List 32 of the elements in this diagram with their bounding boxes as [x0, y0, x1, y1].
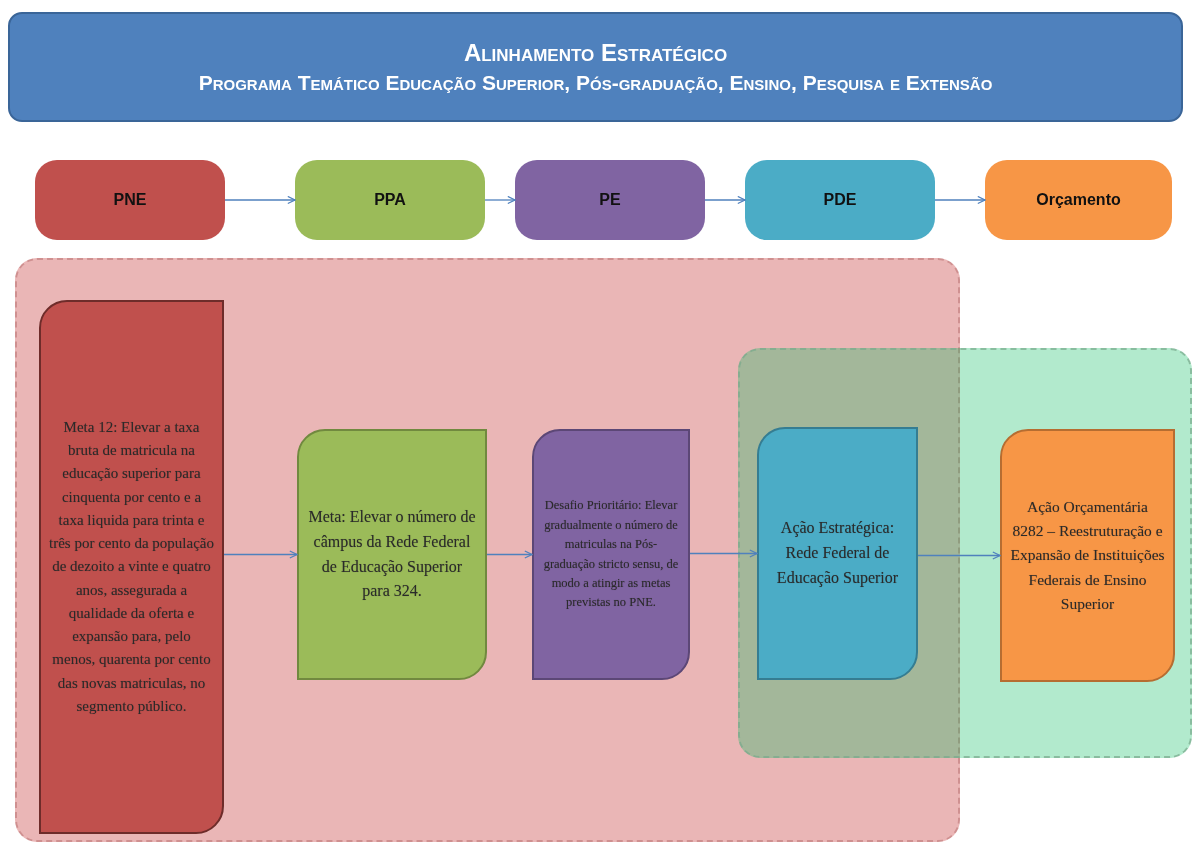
process-box	[745, 160, 935, 240]
box-text: PPA	[374, 191, 406, 209]
text-box	[1000, 429, 1175, 682]
text-box	[297, 429, 487, 680]
box-text: Meta 12: Elevar a taxa bruta de matricula na educação superior para cinquenta por cento e a taxa liquida para trinta e três por cento da população de dezoito a vinte e quatro anos, assegurada a qualidade da oferta e expansão para, pelo menos, quarenta por cento das novas matriculas, no segmento público.	[49, 417, 214, 716]
box-text: Ação Estratégica: Rede Federal de Educação Superior	[775, 518, 900, 589]
arrow	[223, 550, 298, 559]
group-region	[15, 258, 960, 842]
arrow	[484, 195, 516, 205]
box-text: Ação Orçamentária 8282 – Reestruturação e Expansão de Instituições Federais de Ensino Superior	[1010, 497, 1165, 614]
arrow	[224, 195, 296, 205]
text-box	[39, 300, 224, 834]
arrow	[689, 549, 758, 558]
text-box	[532, 429, 690, 680]
box-text: PE	[599, 191, 621, 209]
process-box	[35, 160, 225, 240]
banner-title: Alinhamento Estratégico	[463, 39, 728, 67]
process-box	[515, 160, 705, 240]
arrow	[934, 195, 986, 205]
box-text: Desafio Prioritário: Elevar gradualmente o número de matriculas na Pós-graduação stricto sensu, de modo a atingir as metas previstas no PNE.	[542, 497, 680, 612]
arrow	[486, 550, 533, 559]
title-banner	[8, 12, 1183, 122]
process-box	[985, 160, 1172, 240]
box-text: Orçamento	[1036, 191, 1121, 209]
box-text: Meta: Elevar o número de câmpus da Rede Federal de Educação Superior para 324.	[307, 506, 477, 602]
box-text: PDE	[823, 191, 857, 209]
text-box	[757, 427, 918, 680]
arrow	[917, 551, 1001, 560]
box-text: PNE	[113, 191, 147, 209]
process-box	[295, 160, 485, 240]
banner-subtitle: Programa Temático Educação Superior, Pós-graduação, Ensino, Pesquisa e Extensão	[198, 71, 993, 95]
arrow	[704, 195, 746, 205]
